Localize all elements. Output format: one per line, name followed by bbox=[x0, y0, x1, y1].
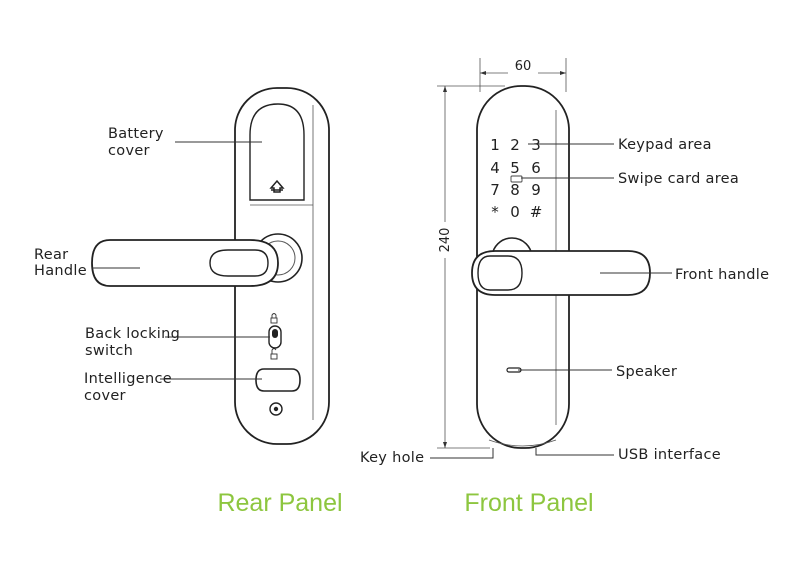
battery-cover-label-line2: cover bbox=[108, 143, 150, 159]
keypad-key-3[interactable]: 3 bbox=[531, 136, 541, 154]
keypad-area-label: Keypad area bbox=[618, 137, 712, 153]
keypad-key-star[interactable]: * bbox=[491, 203, 499, 221]
keypad-key-4[interactable]: 4 bbox=[490, 159, 500, 177]
keypad-key-6[interactable]: 6 bbox=[531, 159, 541, 177]
swipe-card-area-label: Swipe card area bbox=[618, 171, 739, 187]
up-arrow-icon bbox=[269, 179, 285, 193]
front-handle-grip bbox=[477, 255, 523, 291]
width-dimension: 60 bbox=[515, 59, 532, 74]
usb-interface-label: USB interface bbox=[618, 447, 721, 463]
rear-handle-label-line2: Handle bbox=[34, 263, 87, 279]
rear-handle-grip bbox=[209, 249, 269, 277]
speaker-label: Speaker bbox=[616, 364, 677, 380]
swipe-card-icon bbox=[510, 175, 523, 183]
intelligence-cover-label-line2: cover bbox=[84, 388, 126, 404]
intelligence-cover-label: Intelligence bbox=[84, 371, 172, 387]
front-panel-caption: Front Panel bbox=[464, 489, 593, 517]
keypad-key-7[interactable]: 7 bbox=[490, 181, 500, 199]
height-dimension: 240 bbox=[438, 228, 453, 253]
intelligence-cover bbox=[255, 368, 301, 392]
rear-handle-label: Rear bbox=[34, 247, 68, 263]
keypad-key-0[interactable]: 0 bbox=[510, 203, 520, 221]
keypad-key-1[interactable]: 1 bbox=[490, 136, 500, 154]
back-locking-switch-label: Back locking bbox=[85, 326, 180, 342]
battery-cover bbox=[249, 103, 305, 201]
keypad-key-5[interactable]: 5 bbox=[510, 159, 520, 177]
keypad-key-hash[interactable]: # bbox=[530, 203, 543, 221]
battery-cover-label: Battery bbox=[108, 126, 164, 142]
back-locking-switch-label-line2: switch bbox=[85, 343, 133, 359]
front-handle-label: Front handle bbox=[675, 267, 769, 283]
rear-panel-caption: Rear Panel bbox=[217, 489, 342, 517]
keypad-key-8[interactable]: 8 bbox=[510, 181, 520, 199]
keypad-key-2[interactable]: 2 bbox=[510, 136, 520, 154]
rear-panel: Battery cover Rear Handle Back locking s… bbox=[34, 87, 343, 517]
padlock-icon bbox=[270, 313, 278, 324]
keypad-key-9[interactable]: 9 bbox=[531, 181, 541, 199]
key-hole-label: Key hole bbox=[360, 450, 424, 466]
